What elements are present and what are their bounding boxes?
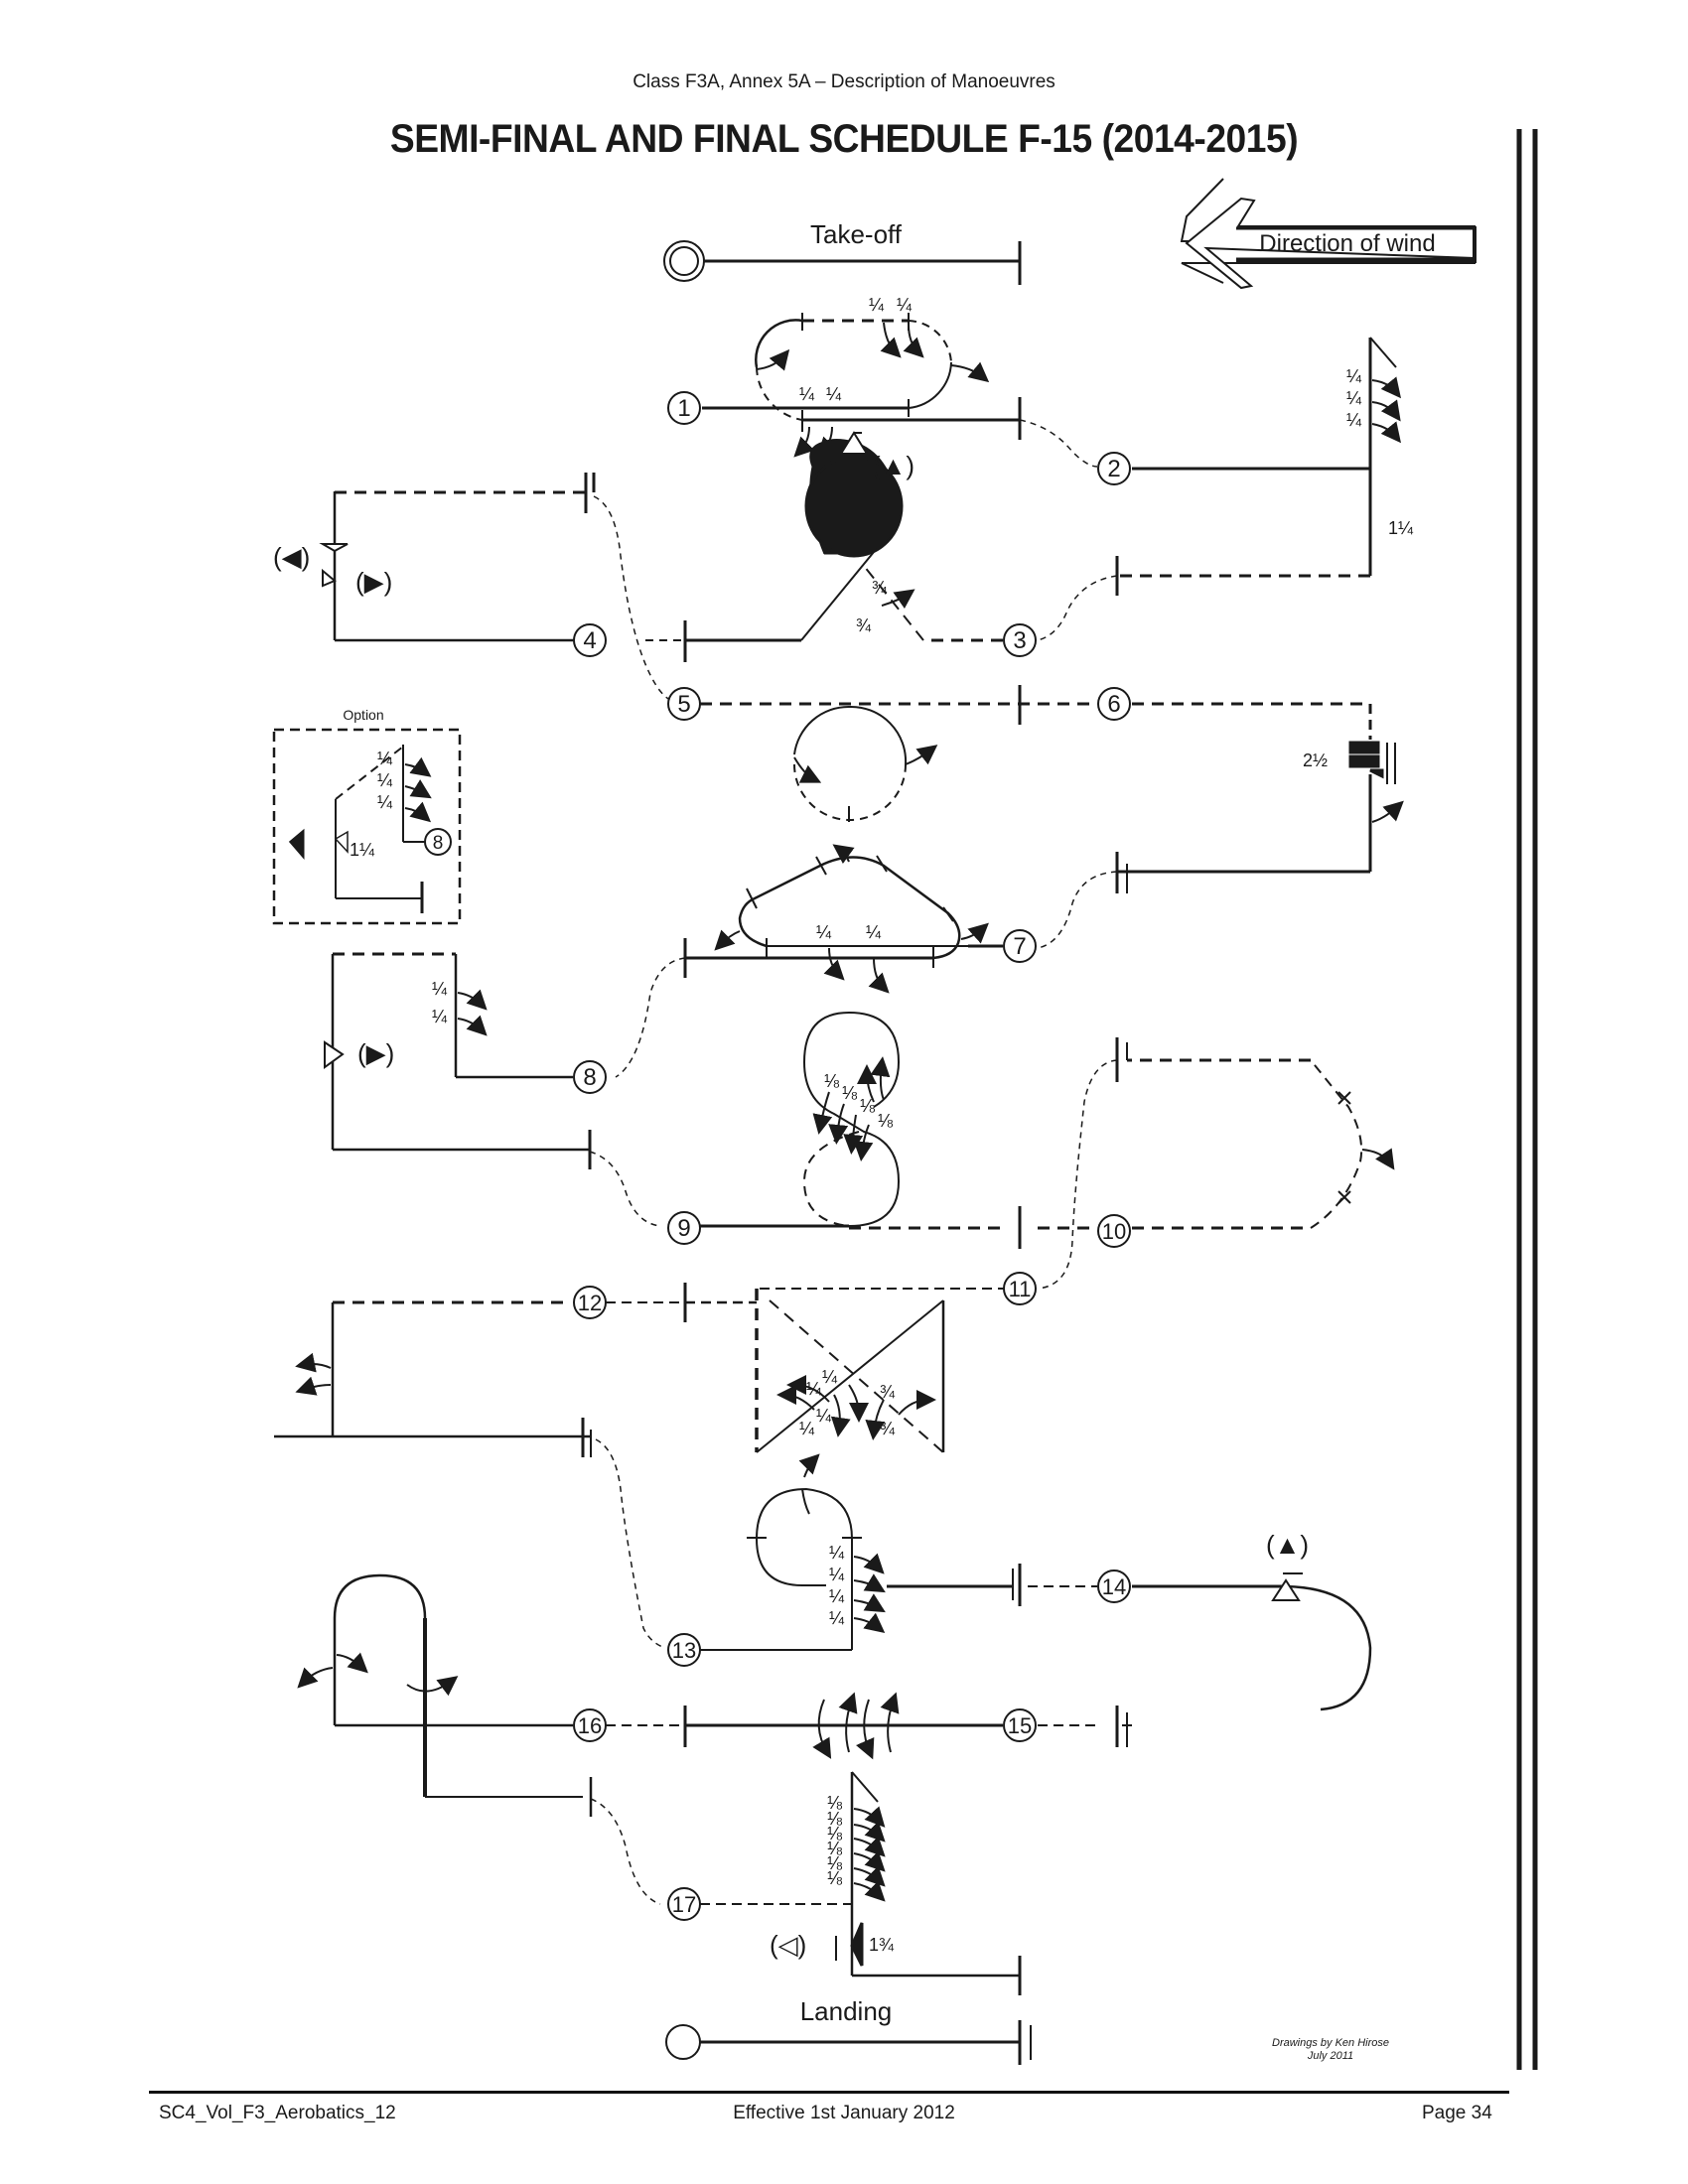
manoeuvre-number-9: 9	[677, 1215, 690, 1242]
manoeuvre-16-shape	[333, 1573, 593, 1817]
manoeuvre-9-shape	[700, 1011, 1097, 1249]
schedule-title: SEMI-FINAL AND FINAL SCHEDULE F-15 (2014…	[389, 117, 1299, 161]
manoeuvre-number-1: 1	[677, 395, 690, 422]
manoeuvre-1-shape	[702, 313, 1022, 440]
credit-date: July 2011	[1307, 2050, 1354, 2062]
roll-fraction: ¼	[799, 1419, 815, 1438]
roll-fraction: ¼	[816, 922, 832, 942]
manoeuvre-12-shape	[274, 1283, 757, 1457]
snap-option-icon: (▲)	[872, 451, 914, 480]
roll-fraction: ¾	[856, 615, 872, 635]
roll-fraction: ¼	[1346, 366, 1362, 386]
roll-fraction: ¼	[829, 1586, 845, 1606]
landing-line	[665, 2020, 1032, 2065]
manoeuvre-11-shape	[755, 1288, 1008, 1453]
roll-fraction: ¾	[880, 1382, 896, 1402]
option-box	[272, 728, 462, 925]
manoeuvre-7-shape	[683, 855, 1003, 978]
manoeuvre-8-shape	[324, 952, 592, 1169]
roll-fraction: ¼	[1346, 388, 1362, 408]
document-subtitle: Class F3A, Annex 5A – Description of Man…	[633, 71, 1055, 92]
roll-fraction: ¾	[872, 578, 888, 598]
roll-fraction: ⅛	[860, 1096, 876, 1116]
manoeuvre-6-spin	[1115, 741, 1396, 893]
roll-fraction: ⅛	[827, 1839, 843, 1858]
roll-fraction: ⅛	[842, 1083, 858, 1103]
manoeuvre-number-16: 16	[578, 1713, 602, 1738]
drawing-credit: Drawings by Ken Hirose July 2011	[1266, 2037, 1395, 2063]
wind-direction-label: Direction of wind	[1259, 230, 1435, 257]
roll-fraction: 1¼	[350, 840, 375, 860]
roll-fraction: ⅛	[827, 1793, 843, 1813]
roll-fraction: ¼	[866, 922, 882, 942]
positive-snap-icon: (▶)	[355, 567, 392, 597]
roll-fraction: ¼	[377, 749, 393, 768]
roll-fraction: ¼	[816, 1406, 832, 1426]
manoeuvre-17-shape	[700, 1771, 1022, 1995]
manoeuvre-number-10: 10	[1102, 1219, 1126, 1244]
roll-fraction: ¼	[829, 1565, 845, 1584]
roll-fraction: ¼	[826, 384, 842, 404]
manoeuvre-number-17: 17	[672, 1892, 696, 1917]
manoeuvre-number-5: 5	[677, 691, 690, 718]
roll-fraction: ¼	[432, 1007, 448, 1026]
manoeuvre-number-12: 12	[578, 1291, 602, 1315]
roll-fraction: ¼	[432, 979, 448, 999]
roll-fraction: 1¾	[869, 1935, 895, 1955]
manoeuvre-number-3: 3	[1013, 627, 1026, 654]
negative-snap-icon: (◀)	[273, 542, 310, 572]
roll-fraction: ¼	[1346, 410, 1362, 430]
positive-snap-icon: (▶)	[357, 1038, 394, 1068]
takeoff-line	[663, 240, 1022, 285]
manoeuvre-number-11: 11	[1009, 1277, 1032, 1301]
manoeuvre-number-6: 6	[1107, 691, 1120, 718]
roll-fraction: ¼	[829, 1608, 845, 1628]
manoeuvre-number-2: 2	[1107, 456, 1120, 482]
roll-fraction: ⅛	[827, 1868, 843, 1888]
roll-fraction: ¼	[897, 295, 913, 315]
credit-author: Drawings by Ken Hirose	[1272, 2037, 1389, 2049]
footer-effective-date: Effective 1st January 2012	[733, 2103, 955, 2123]
manoeuvre-number-15: 15	[1008, 1713, 1032, 1738]
manoeuvre-14-shape	[887, 1564, 1372, 1711]
roll-fraction: ¼	[869, 295, 885, 315]
roll-fraction: ⅛	[824, 1071, 840, 1091]
manoeuvre-number-8: 8	[583, 1064, 596, 1091]
manoeuvre-number-4: 4	[583, 627, 596, 654]
manoeuvre-5-loop	[793, 705, 908, 822]
footer-divider	[149, 2091, 1509, 2094]
footer-document-id: SC4_Vol_F3_Aerobatics_12	[159, 2103, 396, 2123]
manoeuvre-number-13: 13	[672, 1638, 696, 1663]
manoeuvre-13-shape	[700, 1487, 862, 1651]
roll-fraction: ⅛	[827, 1824, 843, 1843]
manoeuvre-2-shape	[1132, 337, 1397, 576]
roll-fraction: ¾	[880, 1419, 896, 1438]
manoeuvre-10-shape	[1115, 1037, 1363, 1230]
manoeuvre-number-14: 14	[1102, 1574, 1126, 1599]
landing-label: Landing	[800, 1996, 893, 2026]
roll-fraction: ¼	[377, 792, 393, 812]
manoeuvre-15-shape	[606, 1706, 1132, 1747]
option-number-8: 8	[433, 833, 444, 854]
roll-fraction: ¼	[822, 1367, 838, 1387]
wind-direction-arrow	[1180, 178, 1477, 290]
roll-fraction: ¼	[829, 1543, 845, 1563]
roll-fraction: 2½	[1303, 751, 1328, 770]
roll-fraction: ¼	[377, 770, 393, 790]
footer-page-number: Page 34	[1422, 2103, 1492, 2123]
roll-fraction: ¼	[806, 1379, 822, 1399]
option-label: Option	[343, 707, 383, 723]
snap-option-icon: (◁)	[770, 1930, 806, 1960]
manoeuvre-4-shape	[319, 473, 596, 642]
manoeuvre-3-figure	[645, 431, 1003, 662]
roll-fraction: 1¼	[1388, 518, 1414, 538]
roll-fraction: ⅛	[827, 1809, 843, 1829]
roll-fraction: ⅛	[878, 1111, 894, 1131]
takeoff-label: Take-off	[810, 219, 903, 249]
roll-fraction: ⅛	[827, 1853, 843, 1873]
roll-fraction: ¼	[799, 384, 815, 404]
snap-option-icon: (▲)	[1266, 1530, 1309, 1560]
manoeuvre-number-7: 7	[1013, 933, 1026, 960]
